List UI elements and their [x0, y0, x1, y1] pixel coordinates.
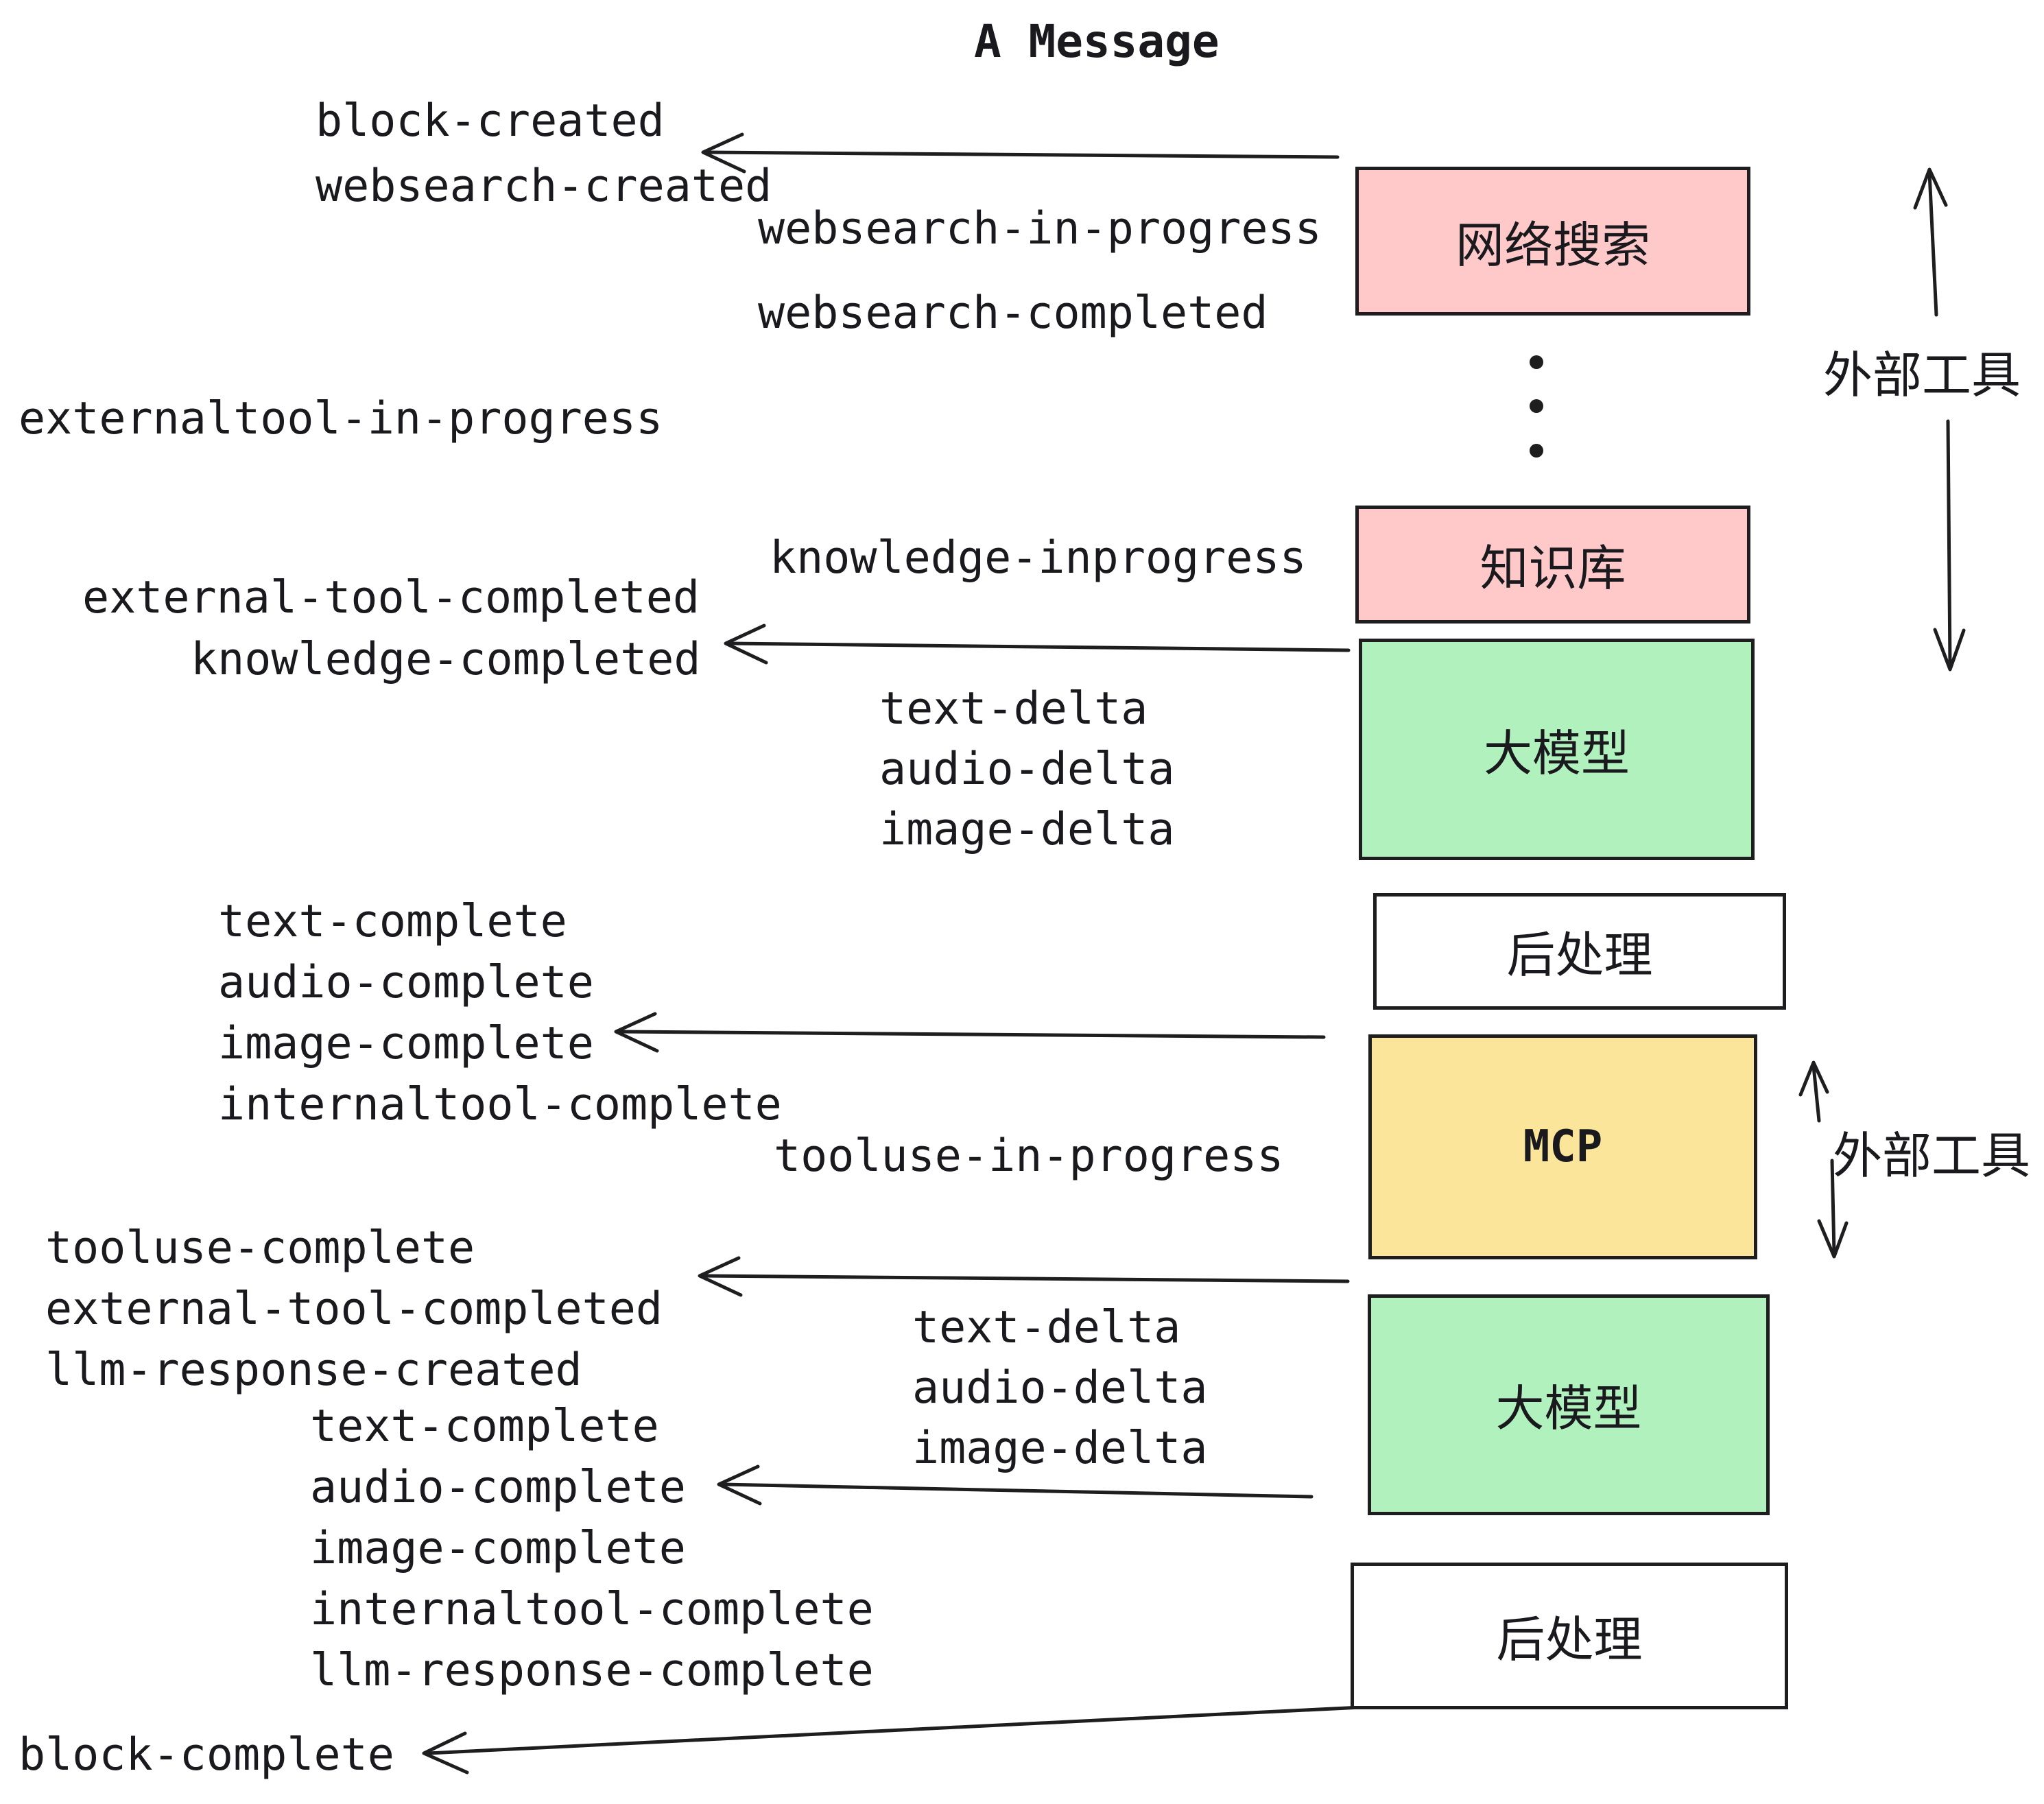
event-text-delta-2: text-delta — [912, 1302, 1181, 1353]
event-tooluse-in-progress: tooluse-in-progress — [774, 1130, 1284, 1182]
ellipsis-dot-3 — [1530, 444, 1543, 458]
event-internaltool-complete-1: internaltool-complete — [218, 1079, 782, 1130]
arrow-tooluse-complete — [698, 1256, 1350, 1297]
event-knowledge-completed: knowledge-completed — [191, 634, 701, 685]
box-knowledge-label: 知识库 — [1479, 542, 1626, 596]
arrow-knowledge-completed — [724, 624, 1351, 665]
ellipsis-dot-2 — [1530, 399, 1543, 413]
event-external-tool-completed-mid: external-tool-completed — [45, 1283, 663, 1335]
side-label-external-tools-mcp: 外部工具 — [1833, 1129, 2031, 1184]
event-image-delta-1: image-delta — [879, 804, 1175, 855]
box-websearch: 网络搜索 — [1355, 167, 1750, 316]
arrow-block-created — [701, 132, 1340, 174]
event-audio-complete-2: audio-complete — [310, 1462, 686, 1513]
event-internaltool-complete-2: internaltool-complete — [310, 1584, 874, 1635]
event-image-complete-1: image-complete — [218, 1018, 594, 1069]
event-websearch-completed: websearch-completed — [758, 287, 1268, 339]
event-text-delta-1: text-delta — [879, 683, 1148, 735]
box-websearch-label: 网络搜索 — [1455, 218, 1650, 273]
event-image-complete-2: image-complete — [310, 1523, 686, 1574]
box-post-bottom-label: 后处理 — [1496, 1613, 1643, 1667]
side-label-external-tools-top: 外部工具 — [1823, 348, 2021, 403]
event-image-delta-2: image-delta — [912, 1423, 1208, 1474]
event-llm-response-complete: llm-response-complete — [310, 1645, 874, 1696]
ellipsis-dot-1 — [1530, 355, 1543, 369]
arrow-external-tools-up-top — [1913, 167, 1948, 317]
event-llm-response-created: llm-response-created — [45, 1344, 582, 1396]
arrow-external-tools-up-mcp — [1798, 1060, 1829, 1123]
event-block-created: block-created — [316, 95, 665, 147]
box-post-bottom: 后处理 — [1351, 1563, 1788, 1709]
box-llm-top-label: 大模型 — [1483, 726, 1630, 781]
arrow-external-tools-down-top — [1933, 419, 1966, 672]
event-audio-delta-1: audio-delta — [879, 744, 1175, 795]
event-text-complete-1: text-complete — [218, 896, 567, 947]
event-knowledge-inprogress: knowledge-inprogress — [770, 532, 1307, 584]
arrow-image-complete — [614, 1012, 1326, 1053]
box-mcp: MCP — [1368, 1034, 1757, 1259]
box-llm-top: 大模型 — [1359, 639, 1755, 860]
event-block-complete: block-complete — [19, 1729, 394, 1781]
event-audio-delta-2: audio-delta — [912, 1362, 1208, 1414]
event-externaltool-in-progress: externaltool-in-progress — [19, 393, 663, 444]
event-audio-complete-1: audio-complete — [218, 957, 594, 1008]
box-post-top: 后处理 — [1373, 893, 1786, 1010]
arrow-block-complete — [422, 1705, 1364, 1775]
event-websearch-in-progress: websearch-in-progress — [758, 203, 1322, 254]
event-websearch-created: websearch-created — [316, 161, 772, 212]
event-tooluse-complete: tooluse-complete — [45, 1222, 475, 1274]
event-external-tool-completed-top: external-tool-completed — [82, 572, 700, 624]
arrow-external-tools-down-mcp — [1817, 1159, 1849, 1259]
page-title: A Message — [974, 15, 1220, 68]
box-llm-bottom: 大模型 — [1368, 1294, 1770, 1515]
box-llm-bottom-label: 大模型 — [1495, 1382, 1642, 1436]
box-mcp-label: MCP — [1523, 1121, 1603, 1172]
event-text-complete-2: text-complete — [310, 1401, 659, 1452]
box-knowledge: 知识库 — [1355, 506, 1750, 624]
arrow-audio-complete — [717, 1464, 1314, 1506]
box-post-top-label: 后处理 — [1506, 929, 1653, 983]
